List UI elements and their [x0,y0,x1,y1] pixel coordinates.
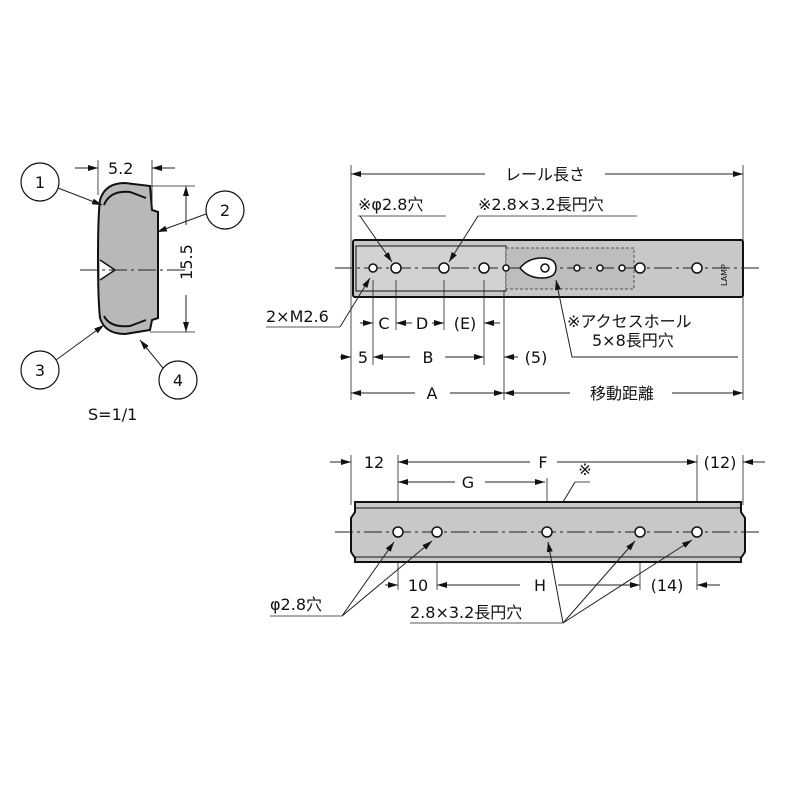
dim-d: D [416,314,428,333]
callout-1: 1 [20,162,103,206]
svg-text:4: 4 [173,371,183,390]
screw-note: 2×M2.6 [266,307,329,326]
access-hole-size: 5×8長円穴 [592,331,674,350]
top-view: レール長さ LAMP ※φ2.8穴 ※2.8×3.2長円穴 2×M2.6 [266,165,760,403]
hole-note-bottom: φ2.8穴 [270,595,322,614]
svg-text:1: 1 [35,173,45,192]
dim-10: 10 [408,576,428,595]
dim-f: F [538,453,547,472]
svg-text:3: 3 [35,361,45,380]
bottom-view: 12 F (12) G ※ 10 H (14) φ2.8穴 2.8×3.2長円穴 [270,453,765,624]
callout-2: 2 [156,190,245,233]
scale-label: S=1/1 [88,405,137,424]
travel-label: 移動距離 [590,384,654,403]
brand-logo: LAMP [720,264,729,286]
width-dimension: 5.2 [108,159,133,178]
rail-profile [96,181,159,336]
dim-5-paren: (5) [525,348,548,367]
svg-text:2: 2 [220,201,230,220]
access-hole [519,257,557,279]
dim-5: 5 [358,348,368,367]
dim-12-paren: (12) [704,453,737,472]
access-hole-note: ※アクセスホール [567,312,692,331]
hole-note: ※φ2.8穴 [358,195,423,214]
note-mark: ※ [578,460,591,479]
height-dimension: 15.5 [177,244,196,280]
callout-4: 4 [139,339,198,400]
callout-3: 3 [20,324,105,390]
dim-c: C [378,314,389,333]
dim-12: 12 [364,453,384,472]
side-view: 5.2 15.5 1 2 3 4 S=1/1 [20,159,245,424]
slot-note-bottom: 2.8×3.2長円穴 [410,603,522,622]
dim-g: G [462,473,474,492]
dim-e: (E) [454,314,477,333]
dim-a: A [427,384,438,403]
dim-14-paren: (14) [651,576,684,595]
rail-length-label: レール長さ [505,165,585,184]
dim-b: B [423,348,434,367]
slot-note: ※2.8×3.2長円穴 [478,195,604,214]
dim-h: H [534,576,546,595]
